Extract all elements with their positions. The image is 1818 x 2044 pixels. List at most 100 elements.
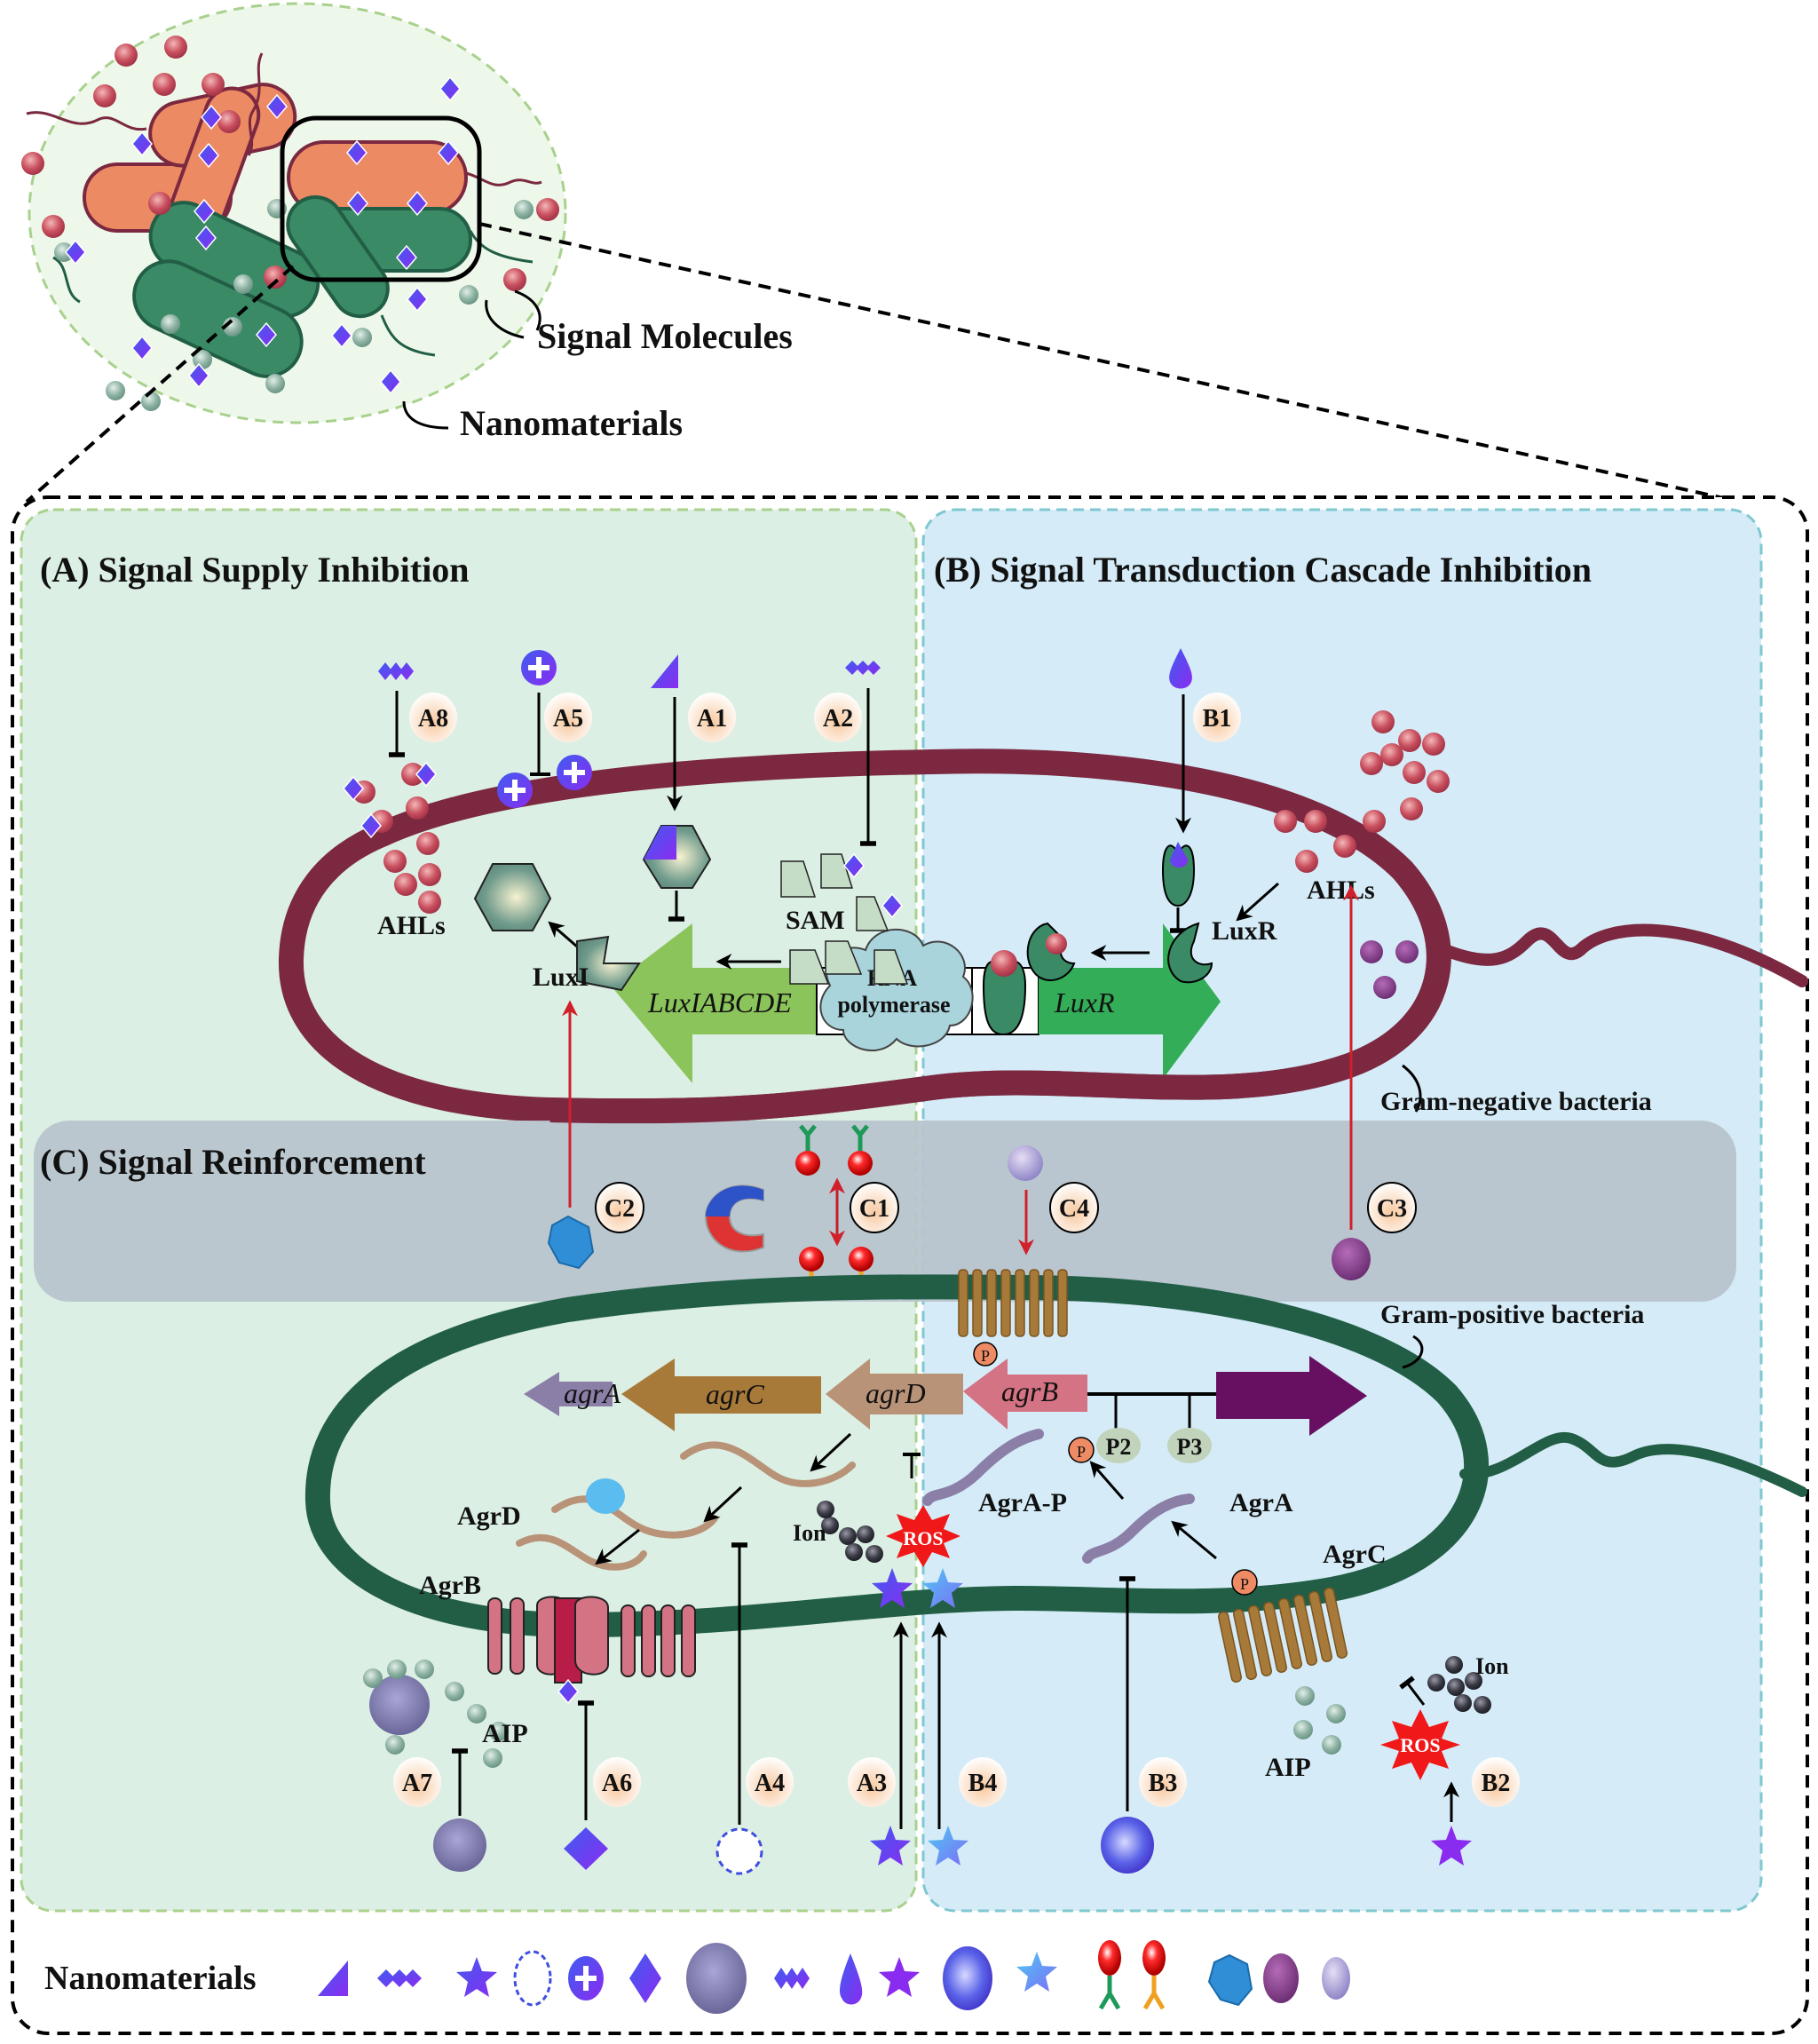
arrow-translation bbox=[703, 1485, 743, 1523]
aip-left-label: AIP bbox=[482, 1719, 528, 1748]
agra-protein bbox=[1082, 1493, 1195, 1564]
flagellum bbox=[1439, 923, 1808, 987]
ros-burst-left: ROS bbox=[886, 1505, 960, 1567]
arrow-to-agrb bbox=[595, 1528, 640, 1565]
zoom-connector-right bbox=[478, 222, 1741, 503]
gene-agrc-label: agrC bbox=[706, 1378, 764, 1410]
b1-mechanism bbox=[1169, 648, 1192, 834]
zoom-connector-left bbox=[25, 265, 295, 503]
ros-left-label: ROS bbox=[903, 1527, 943, 1549]
svg-text:C2: C2 bbox=[605, 1195, 635, 1223]
c1-mechanism bbox=[704, 1124, 873, 1300]
svg-text:A4: A4 bbox=[755, 1770, 785, 1797]
legend-diamond-icon bbox=[629, 1953, 661, 2003]
agra-label: AgrA bbox=[1229, 1488, 1293, 1517]
flagellum bbox=[1459, 1431, 1807, 1497]
badge-a1: A1 bbox=[688, 693, 736, 742]
a2-mechanism bbox=[845, 661, 881, 846]
svg-text:A8: A8 bbox=[418, 705, 448, 733]
triangle-icon bbox=[651, 654, 678, 688]
legend-plus-circle-icon bbox=[568, 1956, 604, 2000]
badge-c3: C3 bbox=[1367, 1182, 1417, 1233]
legend-chain-diamonds-icon bbox=[377, 1969, 422, 1987]
agra-p-label: AgrA-P bbox=[978, 1488, 1067, 1517]
gene-luxiabcde-label: LuxIABCDE bbox=[647, 986, 792, 1018]
phosphate-icon bbox=[1231, 1569, 1258, 1596]
svg-text:B3: B3 bbox=[1149, 1770, 1178, 1797]
agrb-protein bbox=[487, 1596, 696, 1684]
gene-luxr-label: LuxR bbox=[1054, 986, 1115, 1018]
gene-agra-label: agrA bbox=[564, 1377, 620, 1409]
badge-c1: C1 bbox=[850, 1182, 899, 1233]
b1-bound-nanomaterial bbox=[1170, 842, 1188, 868]
svg-text:B1: B1 bbox=[1203, 705, 1232, 733]
legend-droplet-icon bbox=[840, 1953, 863, 2005]
svg-text:C3: C3 bbox=[1377, 1195, 1407, 1223]
svg-text:A3: A3 bbox=[857, 1770, 887, 1797]
ros-burst-right: ROS bbox=[1380, 1709, 1460, 1780]
svg-text:A5: A5 bbox=[553, 705, 583, 733]
luxr-receptor bbox=[1167, 922, 1213, 984]
svg-text:B2: B2 bbox=[1482, 1770, 1511, 1797]
legend-triangle-icon bbox=[318, 1961, 348, 1996]
phosphate-icon bbox=[973, 1342, 998, 1367]
gram-positive-pointer bbox=[1402, 1335, 1424, 1369]
badge-a2: A2 bbox=[814, 693, 862, 742]
gene-agrd-label: agrD bbox=[866, 1377, 926, 1409]
ahls-right-label: AHLs bbox=[1307, 875, 1375, 905]
signal-molecules-pointer bbox=[514, 289, 541, 331]
promoter-p2-label: P2 bbox=[1106, 1434, 1132, 1460]
gene-agra-arrow bbox=[524, 1372, 613, 1416]
arrow-ahl-to-luxr bbox=[1236, 882, 1279, 922]
agra-p-protein bbox=[922, 1429, 1044, 1506]
svg-text:B4: B4 bbox=[968, 1770, 998, 1797]
legend-lilac-sphere-icon bbox=[1322, 1957, 1350, 2000]
agrb-label: AgrB bbox=[419, 1571, 481, 1600]
rna-polymerase-label-2: polymerase bbox=[837, 992, 950, 1018]
porous-sphere-icon bbox=[715, 1827, 763, 1875]
gram-negative-membrane-bottom bbox=[549, 1053, 1354, 1124]
badge-a8: A8 bbox=[409, 693, 457, 742]
agrc-label: AgrC bbox=[1323, 1540, 1387, 1569]
svg-text:A1: A1 bbox=[697, 705, 727, 733]
badge-b3: B3 bbox=[1139, 1757, 1187, 1807]
purple-sphere-icon bbox=[1332, 1238, 1371, 1280]
chain-diamonds-icon bbox=[378, 662, 414, 680]
legend-antibody-orange-icon bbox=[1142, 1940, 1166, 2010]
a8-mechanism bbox=[343, 662, 437, 838]
chain-diamonds-icon bbox=[845, 661, 881, 675]
phosphate-label: P bbox=[1077, 1443, 1086, 1461]
sam-cluster bbox=[780, 853, 909, 985]
overview-community: Signal Molecules Nanomaterials bbox=[21, 2, 1741, 503]
dotted-sphere-bound bbox=[369, 1675, 430, 1735]
arrow-transcription bbox=[810, 1432, 852, 1472]
badge-c2: C2 bbox=[595, 1182, 644, 1233]
gram-positive-label: Gram-positive bacteria bbox=[1380, 1300, 1644, 1329]
svg-text:C4: C4 bbox=[1059, 1195, 1089, 1223]
hex-sphere-icon bbox=[1101, 1817, 1154, 1874]
badge-c4: C4 bbox=[1049, 1182, 1099, 1233]
legend-dotted-sphere-icon bbox=[686, 1943, 747, 2014]
luxi-label: LuxI bbox=[533, 963, 589, 992]
signal-molecules-pointer-2 bbox=[485, 299, 525, 339]
rna-polymerase bbox=[819, 928, 974, 1052]
svg-text:A7: A7 bbox=[402, 1770, 432, 1797]
ion-right-label: Ion bbox=[1475, 1653, 1509, 1679]
ion-left-label: Ion bbox=[793, 1520, 826, 1546]
panel-c-title: (C) Signal Reinforcement bbox=[40, 1142, 426, 1182]
agrd-label: AgrD bbox=[457, 1501, 521, 1531]
gene-agrc-arrow bbox=[621, 1359, 821, 1431]
legend-icosahedron-icon bbox=[1207, 1953, 1253, 2007]
agrc-bottom bbox=[1217, 1587, 1348, 1683]
badge-a7: A7 bbox=[393, 1757, 441, 1807]
arrow-agra-phosphorylation bbox=[1089, 1461, 1125, 1500]
svg-text:A6: A6 bbox=[602, 1770, 632, 1797]
legend-antibody-green-icon bbox=[1098, 1940, 1121, 2010]
gene-luxiabcde-arrow bbox=[611, 923, 817, 1083]
promoter-p3 bbox=[1167, 1428, 1212, 1463]
a1-bound-nanomaterial bbox=[644, 826, 676, 860]
legend-porous-sphere-icon bbox=[513, 1950, 552, 2007]
ahl-bound bbox=[991, 950, 1017, 977]
ahl-in-luxr bbox=[1046, 933, 1067, 955]
